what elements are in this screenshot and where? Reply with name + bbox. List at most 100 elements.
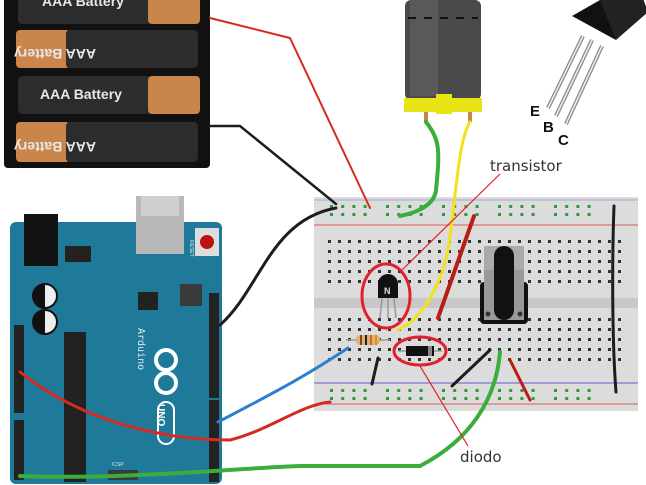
- breadboard-hole: [398, 240, 401, 243]
- breadboard-hole: [448, 270, 451, 273]
- breadboard-hole: [528, 260, 531, 263]
- breadboard-hole: [531, 213, 535, 216]
- breadboard-hole: [558, 348, 561, 351]
- breadboard-hole: [378, 348, 381, 351]
- breadboard-hole: [458, 348, 461, 351]
- breadboard-hole: [554, 389, 557, 392]
- breadboard-hole: [338, 338, 341, 341]
- breadboard-hole: [488, 328, 491, 331]
- breadboard-hole: [428, 338, 431, 341]
- breadboard-hole: [548, 348, 551, 351]
- breadboard-hole: [554, 205, 557, 208]
- breadboard-hole: [578, 280, 581, 283]
- breadboard-hole: [442, 397, 445, 400]
- breadboard-hole: [478, 348, 481, 351]
- breadboard-hole: [509, 389, 513, 392]
- breadboard-hole: [548, 280, 551, 283]
- breadboard-hole: [418, 318, 421, 321]
- wire-red-5v: [18, 370, 332, 442]
- breadboard-hole: [341, 205, 345, 208]
- breadboard-hole: [618, 250, 621, 253]
- breadboard-hole: [458, 280, 461, 283]
- breadboard-hole: [538, 240, 541, 243]
- breadboard-hole: [442, 213, 445, 216]
- breadboard-hole: [598, 240, 601, 243]
- wire-motor-yellow: [396, 120, 472, 332]
- breadboard-hole: [363, 205, 367, 208]
- breadboard-hole: [509, 205, 513, 208]
- breadboard-hole: [588, 358, 591, 361]
- breadboard-hole: [358, 240, 361, 243]
- breadboard-hole: [478, 260, 481, 263]
- breadboard-hole: [388, 328, 391, 331]
- breadboard-hole: [388, 318, 391, 321]
- breadboard-hole: [588, 348, 591, 351]
- breadboard-hole: [408, 205, 412, 208]
- breadboard-hole: [598, 250, 601, 253]
- breadboard-hole: [618, 260, 621, 263]
- collector-label: C: [558, 132, 569, 149]
- breadboard-hole: [398, 250, 401, 253]
- breadboard-hole: [598, 280, 601, 283]
- breadboard-hole: [520, 205, 524, 208]
- breadboard-hole: [488, 240, 491, 243]
- breadboard-hole: [428, 318, 431, 321]
- breadboard-hole: [408, 358, 411, 361]
- breadboard-hole: [528, 318, 531, 321]
- breadboard-hole: [587, 213, 591, 216]
- transistor-highlight-circle: [360, 262, 412, 330]
- breadboard-hole: [531, 389, 535, 392]
- breadboard-hole: [568, 348, 571, 351]
- breadboard-hole: [509, 397, 513, 400]
- breadboard-hole: [475, 213, 479, 216]
- breadboard-hole: [568, 318, 571, 321]
- breadboard-hole: [348, 358, 351, 361]
- breadboard-hole: [565, 213, 569, 216]
- breadboard-hole: [548, 318, 551, 321]
- arduino-logo: [154, 348, 178, 445]
- breadboard-hole: [386, 213, 389, 216]
- breadboard-hole: [398, 348, 401, 351]
- breadboard-hole: [438, 318, 441, 321]
- breadboard-hole: [588, 280, 591, 283]
- breadboard-hole: [565, 389, 569, 392]
- breadboard-hole: [588, 260, 591, 263]
- analog-header: [14, 420, 24, 480]
- breadboard-hole: [458, 240, 461, 243]
- breadboard-hole: [576, 205, 580, 208]
- arduino-brand: Arduino: [135, 328, 146, 370]
- breadboard-hole: [388, 348, 391, 351]
- breadboard-hole: [458, 358, 461, 361]
- breadboard-hole: [498, 338, 501, 341]
- breadboard-hole: [386, 397, 389, 400]
- breadboard-hole: [448, 250, 451, 253]
- breadboard-hole: [588, 240, 591, 243]
- breadboard-hole: [438, 240, 441, 243]
- wire-black-rail: [611, 204, 618, 394]
- breadboard-hole: [538, 328, 541, 331]
- arduino-model: UNO: [155, 404, 166, 426]
- breadboard-hole: [418, 250, 421, 253]
- breadboard-hole: [438, 338, 441, 341]
- breadboard-hole: [538, 250, 541, 253]
- breadboard-hole: [618, 328, 621, 331]
- breadboard-hole: [458, 318, 461, 321]
- breadboard-hole: [330, 205, 333, 208]
- breadboard-hole: [578, 328, 581, 331]
- breadboard-hole: [328, 250, 331, 253]
- annotations: transistor diodo: [360, 157, 563, 466]
- breadboard-hole: [468, 250, 471, 253]
- breadboard-hole: [608, 338, 611, 341]
- breadboard-hole: [418, 270, 421, 273]
- breadboard-hole: [498, 213, 501, 216]
- breadboard-hole: [428, 260, 431, 263]
- breadboard-hole: [408, 250, 411, 253]
- breadboard-hole: [418, 280, 421, 283]
- wires: [18, 17, 618, 479]
- breadboard-hole: [386, 389, 389, 392]
- breadboard-hole: [442, 389, 445, 392]
- breadboard-hole: [352, 389, 356, 392]
- breadboard-hole: [338, 260, 341, 263]
- breadboard-hole: [358, 358, 361, 361]
